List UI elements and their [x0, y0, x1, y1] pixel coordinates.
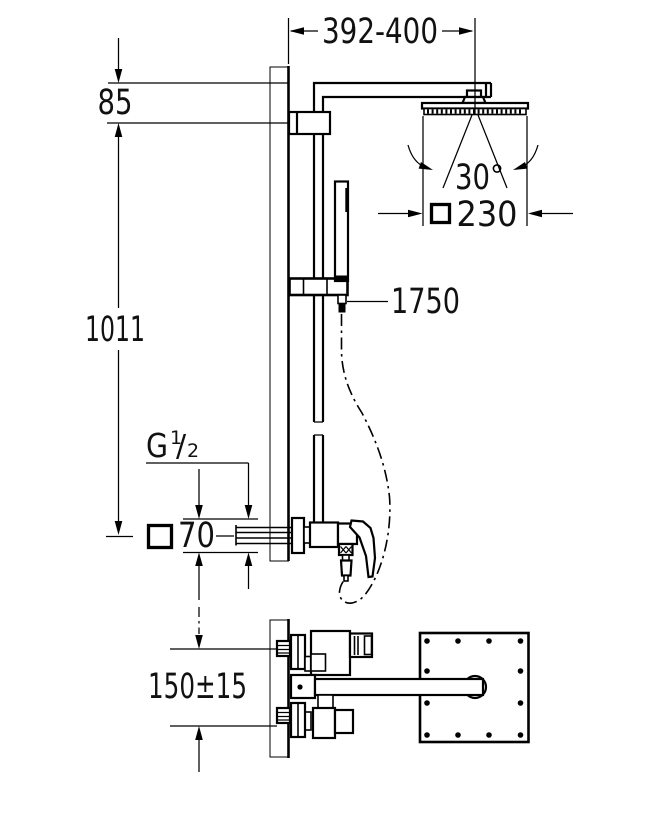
body-inner-block [310, 653, 327, 672]
thread-denominator: 2 [187, 440, 199, 462]
thread-letter-g: G [146, 426, 168, 465]
mixer-lever-handle [348, 519, 377, 579]
bath-spout-bar [313, 677, 485, 697]
mixer-escutcheon [290, 516, 306, 555]
hand-shower-tip [338, 303, 346, 313]
dim-label-rail-height: 1011 [85, 310, 145, 350]
hand-shower [288, 180, 350, 313]
hose-nut-tip [343, 574, 349, 582]
inlet-nut-upper [275, 639, 292, 658]
arrowhead-230-left [408, 209, 423, 218]
hand-shower-stem [337, 294, 347, 305]
dim-head-size: 230 [378, 116, 573, 235]
arrowhead-right [459, 27, 474, 35]
dim-label-supply-size: 70 [178, 516, 215, 556]
dim-label-head-size: 230 [457, 195, 518, 235]
hand-shower-dark-band [336, 275, 348, 281]
hand-shower-face-edge [345, 188, 348, 212]
arrowhead-thread-up [244, 552, 253, 566]
lower-body [311, 706, 337, 740]
angle-arrowhead-right [513, 162, 528, 170]
hose-outlet-block [337, 542, 354, 557]
hose-nut [339, 559, 353, 577]
inlet-nut-lower-lines [277, 711, 290, 721]
spout-base-dot [297, 684, 303, 690]
degree-symbol-ring [492, 164, 502, 173]
mixer-body [308, 521, 340, 549]
label-thread: G 1 / 2 [146, 426, 253, 589]
square-symbol-230 [429, 202, 452, 225]
plate-screw-dots [424, 638, 524, 738]
arrowhead-70-bottom [195, 552, 203, 566]
lower-body-extension [333, 708, 355, 735]
dim-label-spray-angle: 30 [455, 158, 490, 198]
outlet-knurl [340, 546, 352, 554]
shower-hose [338, 314, 391, 604]
dim-spout-spacing: 150±15 [148, 607, 277, 772]
arrowhead-thread-down [244, 505, 253, 519]
dim-label-spout-spacing: 150±15 [148, 667, 247, 707]
arrowhead-70-top [195, 505, 203, 519]
square-symbol-70 [146, 523, 174, 550]
dim-label-arm-offset: 85 [98, 83, 133, 123]
spray-line-left [442, 114, 473, 189]
dim-supply-size: 70 [146, 469, 258, 600]
spout-base-block [289, 673, 317, 700]
arrowhead-150-top [195, 635, 203, 649]
spray-cone [407, 114, 539, 189]
angle-arrowhead-left [418, 162, 433, 170]
dim-left-chain: 85 1011 [85, 38, 290, 538]
dim-label-top-width: 392-400 [322, 12, 438, 52]
under-bar-block [317, 694, 334, 709]
arrowhead-150-bottom [195, 726, 203, 740]
thread-numerator: 1 [170, 427, 182, 449]
wall-upper [269, 66, 290, 562]
dim-top-width: 392-400 [287, 12, 476, 114]
wall-lower [269, 619, 290, 758]
arrowhead-85-bottom [114, 123, 123, 137]
shower-mixer [290, 516, 377, 582]
arrowhead-230-right [528, 209, 542, 218]
arm-rail-outer-line [312, 81, 491, 422]
bracket-body [287, 110, 332, 136]
inlet-nut-upper-lines [277, 644, 290, 654]
dim-label-hose-length: 1750 [391, 282, 460, 322]
thread-slash: / [176, 429, 187, 464]
arrowhead-left [289, 27, 304, 35]
wall-hatching [269, 66, 289, 562]
label-hose-length: 1750 [347, 282, 460, 322]
arm-rail-inner-line [321, 95, 491, 422]
spray-line-right [477, 114, 508, 189]
inlet-nut-lower [275, 706, 292, 725]
arrowhead-85-top [114, 69, 123, 83]
wall-bracket [287, 110, 332, 136]
shower-rail-and-arm [312, 81, 493, 523]
arrowhead-1011-bottom [114, 521, 123, 535]
dome-end-cap [363, 635, 373, 656]
supply-connection [235, 525, 291, 546]
bath-mixer [275, 629, 485, 740]
dim-spray-angle: 30 [455, 158, 490, 198]
